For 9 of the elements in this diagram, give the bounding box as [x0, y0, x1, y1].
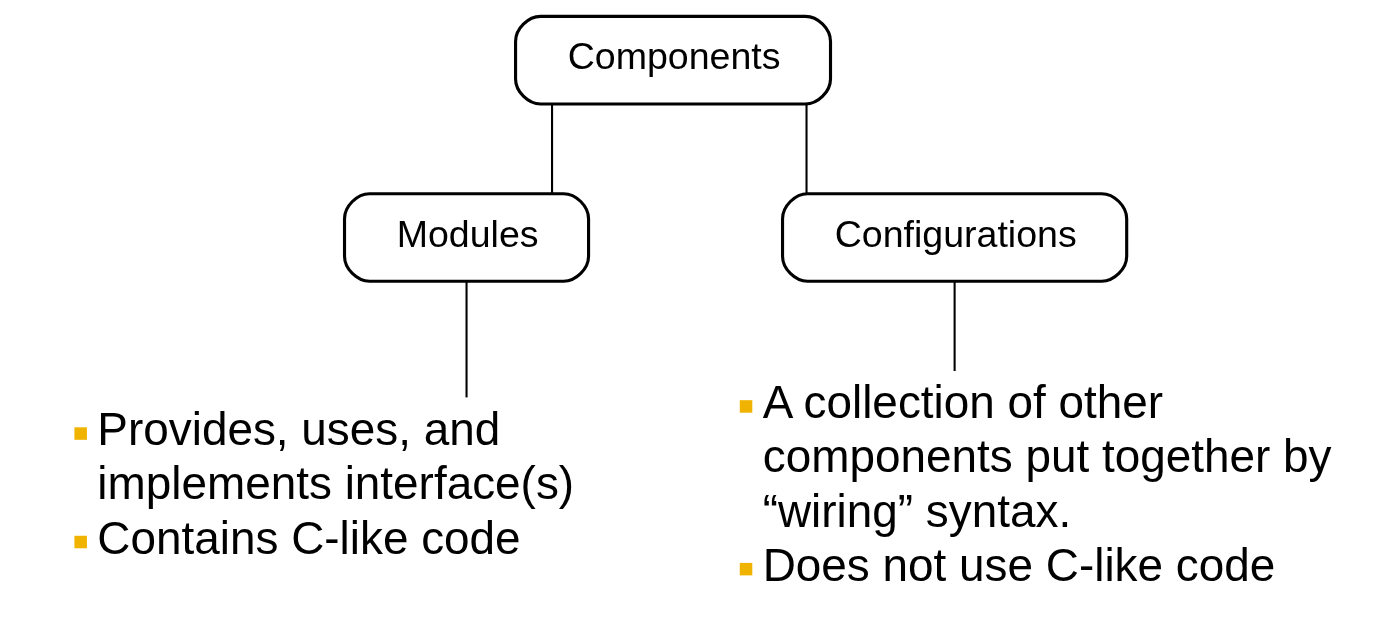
connector [550, 104, 553, 194]
connector [805, 104, 808, 194]
node-text: Provides, uses, and implements interface(s) Contains C-like code [96, 403, 574, 564]
node-box: Configurations [780, 192, 1128, 283]
node-box: Components [513, 14, 832, 106]
node-text: A collection of other components put together by “wiring” syntax. Does not use C-like code [762, 376, 1331, 591]
node-box: Modules [342, 192, 590, 283]
connector [953, 281, 956, 371]
connector [465, 281, 468, 398]
